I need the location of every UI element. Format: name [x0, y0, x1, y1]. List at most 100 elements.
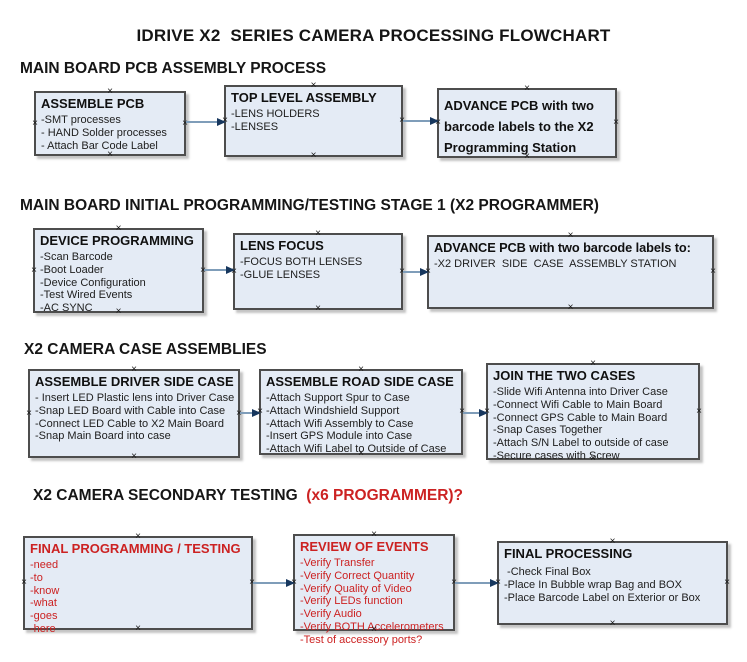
flow-box-advance-pcb-programming-station: ADVANCE PCB with two barcode labels to t… [435, 83, 619, 162]
box-lines: -SMT processes- HAND Solder processes- A… [41, 114, 180, 152]
box-lines: -Scan Barcode-Boot Loader-Device Configu… [40, 251, 198, 315]
flow-box-final-processing: FINAL PROCESSING -Check Final Box-Place … [495, 536, 730, 629]
connection-anchor-icon: × [358, 364, 364, 375]
box-line-item: -goes [30, 610, 58, 623]
connector-arrow [403, 117, 439, 125]
box-title: ASSEMBLE DRIVER SIDE CASE [35, 374, 234, 389]
box-line-item: - Insert LED Plastic lens into Driver Ca… [35, 392, 235, 404]
connection-anchor-icon: × [310, 80, 317, 91]
section-heading-secondary-testing: X2 CAMERA SECONDARY TESTING (x6 PROGRAMM… [33, 487, 463, 505]
box-line-item: -Verify Correct Quantity [300, 569, 415, 582]
box-title: REVIEW OF EVENTS [300, 539, 429, 554]
connection-anchor-icon: × [26, 407, 32, 419]
box-lines: -Verify Transfer-Verify Correct Quantity… [300, 557, 449, 647]
connection-anchor-icon: × [724, 577, 730, 588]
box-line-item: -Slide Wifi Antenna into Driver Case [493, 386, 668, 398]
connection-anchor-icon: × [315, 303, 321, 314]
connection-anchor-icon: × [131, 364, 137, 375]
box-line-item: -Secure cases with Screw [493, 449, 620, 462]
connection-anchor-icon: × [131, 451, 137, 462]
box-line-item: -AC SYNC [40, 302, 93, 315]
box-title: ASSEMBLE PCB [41, 96, 145, 111]
box-line-item: -Attach Wifi Label to Outside of Case [266, 443, 447, 456]
box-title: ADVANCE PCB with two barcode labels to t… [444, 98, 594, 155]
box-line-item: -Verify LEDs function [300, 595, 403, 608]
flow-box-top-level-assembly: TOP LEVEL ASSEMBLY -LENS HOLDERS-LENSES … [222, 80, 405, 161]
section-heading-text: MAIN BOARD INITIAL PROGRAMMING/TESTING S… [20, 197, 599, 214]
box-line-item: -Verify BOTH Accelerometers [300, 620, 444, 633]
box-line-item: -Connect Wifi Cable to Main Board [493, 398, 663, 411]
section-heading-red-suffix: (x6 PROGRAMMER)? [306, 487, 464, 504]
connection-anchor-icon: × [696, 405, 702, 417]
box-line-item: -what [30, 597, 57, 610]
section-heading-pcb-assembly: MAIN BOARD PCB ASSEMBLY PROCESS [20, 60, 326, 78]
flow-box-lens-focus: LENS FOCUS -FOCUS BOTH LENSES-GLUE LENSE… [231, 228, 405, 314]
box-lines: -Slide Wifi Antenna into Driver Case-Con… [493, 386, 694, 463]
box-title: FINAL PROCESSING [504, 546, 633, 561]
connector-arrow [240, 409, 261, 417]
connection-anchor-icon: × [315, 228, 321, 239]
connection-anchor-icon: × [567, 302, 574, 313]
box-lines: -Check Final Box-Place In Bubble wrap Ba… [504, 566, 722, 604]
box-line-item: -Insert GPS Module into Case [266, 430, 413, 443]
box-line-item: -Attach Support Spur to Case [266, 392, 410, 404]
connector-arrow [186, 118, 226, 126]
box-title: DEVICE PROGRAMMING [40, 233, 194, 248]
box-lines: -X2 DRIVER SIDE CASE ASSEMBLY STATION [434, 258, 708, 271]
connector-arrow [253, 579, 295, 587]
box-line-item: -Verify Transfer [300, 557, 375, 569]
connection-anchor-icon: × [590, 358, 596, 369]
box-line-item: -know [30, 584, 60, 597]
box-title: JOIN THE TWO CASES [493, 368, 636, 383]
box-line-item: -X2 DRIVER SIDE CASE ASSEMBLY STATION [434, 258, 677, 270]
connection-anchor-icon: × [609, 618, 616, 629]
box-line-item: -FOCUS BOTH LENSES [240, 256, 363, 268]
connection-anchor-icon: × [710, 266, 716, 277]
box-line-item: -GLUE LENSES [240, 268, 321, 281]
flow-box-assemble-pcb: ASSEMBLE PCB -SMT processes- HAND Solder… [32, 87, 188, 160]
connector-arrow [463, 409, 488, 417]
box-line-item: -Attach S/N Label to outside of case [493, 437, 669, 450]
connection-anchor-icon: × [371, 529, 377, 540]
section-heading-initial-programming: MAIN BOARD INITIAL PROGRAMMING/TESTING S… [20, 197, 599, 215]
connection-anchor-icon: × [21, 577, 27, 588]
flow-box-device-programming: DEVICE PROGRAMMING -Scan Barcode-Boot Lo… [31, 224, 206, 317]
box-lines: -need-to-know-what-goes-here [30, 559, 247, 636]
box-line-item: -Attach Wifi Assembly to Case [266, 417, 414, 430]
box-line-item: -need [30, 559, 59, 571]
connection-anchor-icon: × [310, 150, 317, 161]
box-title: ASSEMBLE ROAD SIDE CASE [266, 374, 454, 389]
box-line-item: -Snap Main Board into case [35, 430, 171, 443]
connection-anchor-icon: × [567, 230, 574, 241]
section-heading-text: X2 CAMERA CASE ASSEMBLIES [24, 341, 267, 358]
box-line-item: -Check Final Box [504, 566, 591, 578]
box-line-item: - Attach Bar Code Label [41, 139, 158, 152]
connector-arrow [455, 579, 499, 587]
connection-anchor-icon: × [31, 264, 37, 276]
connection-anchor-icon: × [524, 83, 530, 94]
flow-box-final-programming-testing: FINAL PROGRAMMING / TESTING -need-to-kno… [21, 532, 255, 635]
connector-arrow [204, 266, 235, 274]
box-title: TOP LEVEL ASSEMBLY [231, 90, 377, 105]
box-line-item: -Verify Quality of Video [300, 582, 412, 595]
box-lines: -Attach Support Spur to Case-Attach Wind… [266, 392, 457, 456]
connection-anchor-icon: × [613, 117, 619, 128]
box-title: FINAL PROGRAMMING / TESTING [30, 541, 241, 556]
flow-box-review-of-events: REVIEW OF EVENTS -Verify Transfer-Verify… [291, 529, 457, 646]
flow-box-advance-pcb-driver-side-station: ADVANCE PCB with two barcode labels to: … [425, 230, 716, 313]
connection-anchor-icon: × [32, 117, 38, 129]
box-line-item: -Place In Bubble wrap Bag and BOX [504, 578, 682, 591]
box-title: LENS FOCUS [240, 238, 324, 253]
box-line-item: -SMT processes [41, 114, 121, 126]
box-line-item: -LENSES [231, 120, 279, 133]
connection-anchor-icon: × [609, 536, 616, 547]
section-heading-text: X2 CAMERA SECONDARY TESTING [33, 487, 307, 504]
connector-arrow [403, 268, 429, 276]
box-lines: -LENS HOLDERS-LENSES [231, 108, 397, 134]
box-line-item: -Attach Windshield Support [266, 404, 400, 417]
flow-box-assemble-driver-side-case: ASSEMBLE DRIVER SIDE CASE - Insert LED P… [26, 364, 242, 462]
box-lines: - Insert LED Plastic lens into Driver Ca… [35, 392, 234, 443]
section-heading-case-assemblies: X2 CAMERA CASE ASSEMBLIES [24, 341, 267, 359]
box-line-item: -Scan Barcode [40, 251, 113, 263]
